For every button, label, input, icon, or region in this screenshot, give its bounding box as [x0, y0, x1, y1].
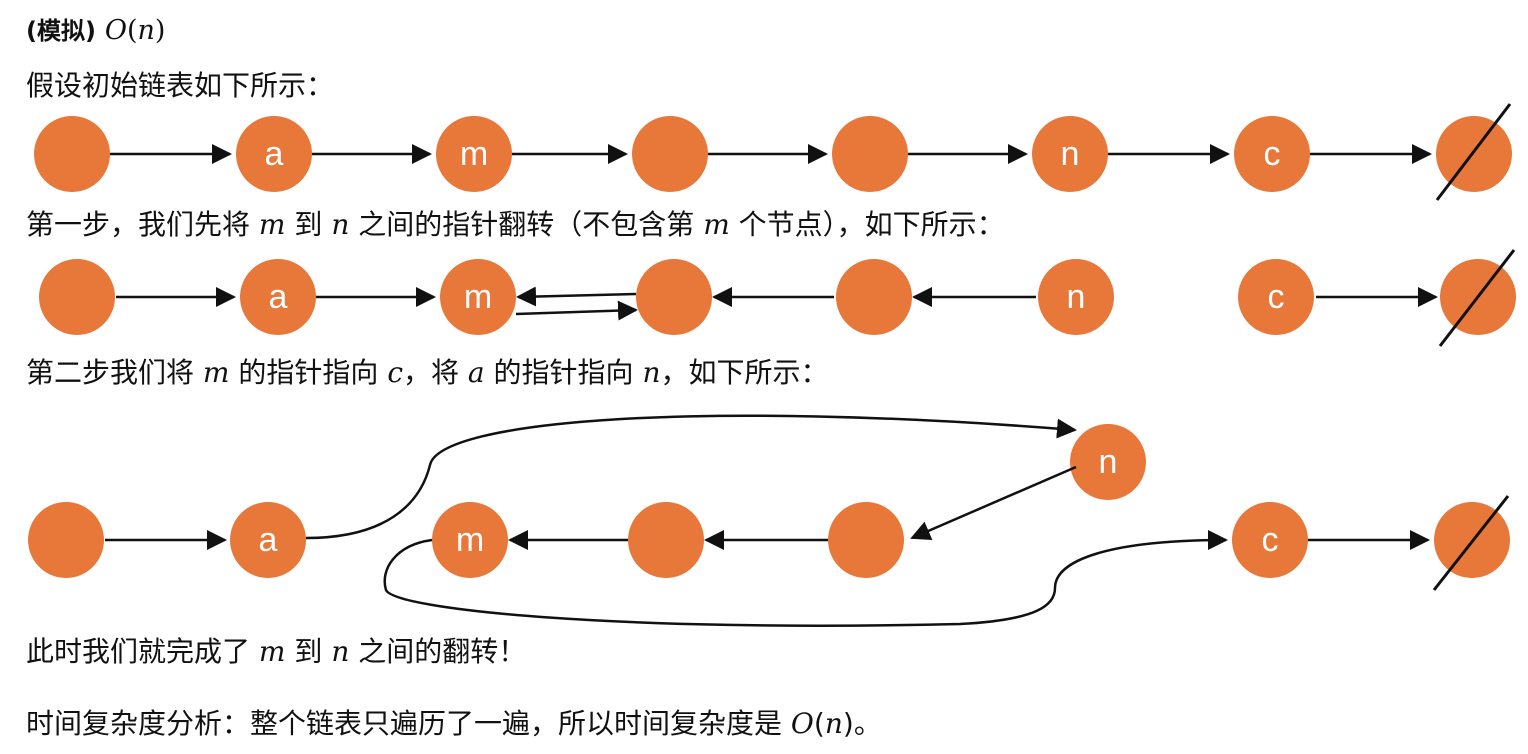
row1-node-1: [34, 116, 110, 192]
row2-node-n-label: n: [1067, 278, 1086, 316]
row1-node-c-label: c: [1264, 135, 1281, 173]
row3-node-n-label: n: [1099, 443, 1118, 481]
row1-node-a-label: a: [265, 135, 284, 173]
row1-null-slash: [1435, 103, 1512, 201]
row1-node-n: [1032, 116, 1108, 192]
complexity-suffix: 。: [853, 707, 882, 740]
row3-null-slash: [1432, 495, 1510, 591]
heading-math-open: (: [126, 15, 138, 46]
row1-node-a: [236, 116, 312, 192]
step1-prefix: 第一步，我们先将: [26, 208, 251, 241]
step2-m: m: [202, 356, 230, 389]
row2-node-1: [39, 259, 115, 335]
done-prefix: 此时我们就完成了: [26, 635, 251, 668]
complexity-prefix: 时间复杂度分析：整个链表只遍历了一遍，所以时间复杂度是: [26, 707, 783, 740]
heading-math-n: n: [137, 15, 155, 46]
row1-node-4: [632, 116, 708, 192]
row2-diagram: a m n c: [39, 249, 1516, 347]
row3-node-n: [1070, 424, 1146, 500]
row1-node-c: [1234, 116, 1310, 192]
row3-node-c-label: c: [1262, 521, 1279, 559]
complexity-text: 时间复杂度分析：整个链表只遍历了一遍，所以时间复杂度是 O(n)。: [26, 706, 882, 742]
heading-label: (模拟): [26, 17, 96, 45]
step1-suffix: 个节点），如下所示：: [738, 208, 1005, 241]
row2-arrow-m-forward: [515, 300, 638, 321]
row2-node-a: [240, 259, 316, 335]
row2-node-m-label: m: [464, 278, 492, 316]
row3-node-4: [628, 502, 704, 578]
step2-text: 第二步我们将 m 的指针指向 c，将 a 的指针指向 n，如下所示：: [26, 355, 829, 391]
step1-text: 第一步，我们先将 m 到 n 之间的指针翻转（不包含第 m 个节点），如下所示：: [26, 207, 1005, 243]
step1-n: n: [331, 208, 350, 241]
row2-arrow-back-to-m: [516, 286, 637, 307]
row3-arrow-a-to-n: [305, 414, 1077, 540]
row2-node-c: [1238, 259, 1314, 335]
row3-node-5: [828, 502, 904, 578]
row3-node-m-label: m: [456, 521, 484, 559]
step2-mid: 的指针指向: [238, 356, 379, 389]
complexity-o: O: [790, 707, 814, 740]
step2-a: a: [467, 356, 485, 389]
step2-c: c: [387, 356, 403, 389]
complexity-n: n: [824, 707, 843, 740]
row3-node-m: [432, 502, 508, 578]
row2-node-n: [1038, 259, 1114, 335]
heading-line: (模拟) O(n): [26, 12, 165, 49]
step1-m: m: [258, 208, 286, 241]
row1-diagram: a m n c: [34, 103, 1512, 201]
row1-null-node: [1436, 116, 1512, 192]
row3-node-c: [1232, 502, 1308, 578]
row3-arrow-m-to-c: [383, 530, 1228, 627]
complexity-open: (: [813, 707, 825, 740]
step2-prefix: 第二步我们将: [26, 356, 195, 389]
step2-mid3: 的指针指向: [493, 356, 634, 389]
intro-text: 假设初始链表如下所示：: [26, 68, 334, 104]
step2-n: n: [642, 356, 661, 389]
row3-node-a-label: a: [259, 521, 278, 559]
step2-suffix: ，如下所示：: [660, 356, 829, 389]
done-m: m: [258, 635, 286, 668]
done-to: 到: [294, 635, 323, 668]
heading-math-o: O: [104, 15, 127, 46]
row3-node-1: [28, 502, 104, 578]
row2-node-c-label: c: [1268, 278, 1285, 316]
done-suffix: 之间的翻转！: [358, 635, 527, 668]
step2-mid2: ，将: [403, 356, 460, 389]
row1-node-5: [832, 116, 908, 192]
step1-mid: 之间的指针翻转（不包含第: [358, 208, 695, 241]
row1-node-m: [436, 116, 512, 192]
row1-node-n-label: n: [1061, 135, 1080, 173]
done-n: n: [331, 635, 350, 668]
intro-label: 假设初始链表如下所示：: [26, 69, 335, 102]
row2-node-5: [836, 259, 912, 335]
row2-node-m: [440, 259, 516, 335]
row1-node-m-label: m: [460, 135, 488, 173]
step1-to: 到: [294, 208, 323, 241]
row2-node-a-label: a: [269, 278, 288, 316]
row3-arrow-n-to-5: [910, 465, 1077, 541]
heading-math: O(n): [105, 15, 166, 46]
done-text: 此时我们就完成了 m 到 n 之间的翻转！: [26, 634, 526, 670]
heading-math-close: ): [154, 15, 166, 46]
step1-m2: m: [703, 208, 730, 241]
row3-node-a: [230, 502, 306, 578]
row2-node-4: [636, 259, 712, 335]
row2-null-slash: [1438, 249, 1516, 347]
complexity-close: ): [842, 707, 854, 740]
row3-diagram: a m n c: [28, 414, 1510, 627]
